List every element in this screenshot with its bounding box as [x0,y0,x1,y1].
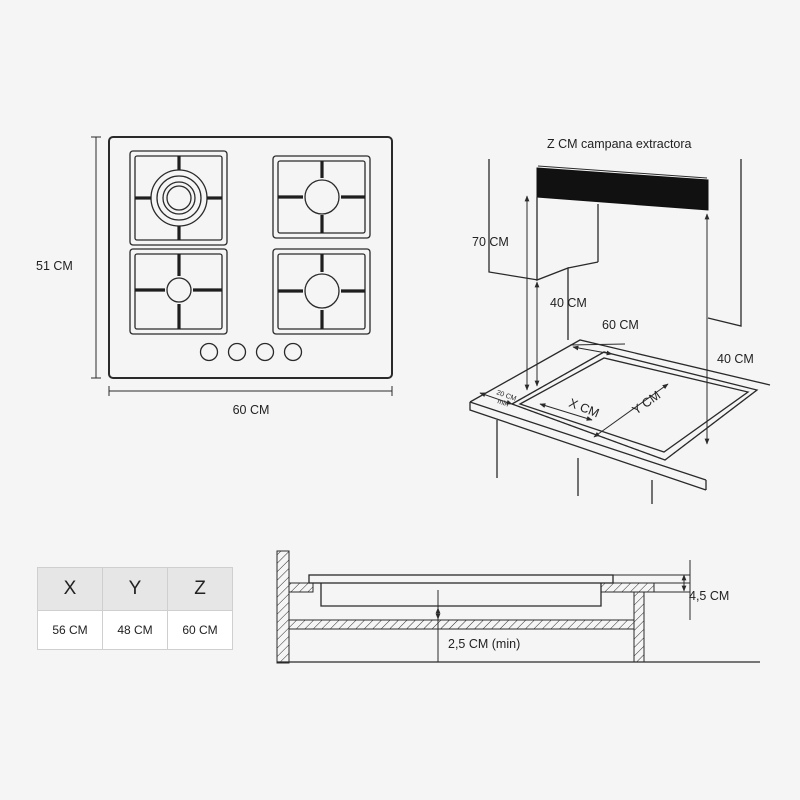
cooktop-top-view: 51 CM 60 CM [36,136,393,417]
cross-section-diagram: 4,5 CM 2,5 CM (min) [276,550,760,664]
value-x: 56 CM [37,610,103,650]
header-z: Z [167,567,233,611]
cooktop-dimension-lines [91,136,393,396]
header-y: Y [102,567,168,611]
value-z: 60 CM [167,610,233,650]
label-4-5cm: 4,5 CM [689,589,729,603]
label-40cm-left: 40 CM [550,296,587,310]
cooktop-height-label: 51 CM [36,259,73,273]
label-70cm: 70 CM [472,235,509,249]
label-y-cm: Y CM [630,388,663,417]
knob-4 [283,342,303,362]
burner-top-left [129,150,228,246]
installation-diagram: Z CM campana extractora 70 CM 40 CM 60 C… [469,137,771,504]
header-x: X [37,567,103,611]
hood-side [536,197,569,340]
dimensions-table-header-row: X Y Z [37,567,233,611]
knob-2 [227,342,247,362]
right-wall-cabinet [707,159,742,327]
label-x-cm: X CM [567,396,601,421]
countertop [469,339,771,504]
left-wall-cabinet [488,159,539,281]
hob-body [320,583,602,607]
burner-bottom-right [272,248,371,335]
hob-cutout [510,351,759,461]
dimensions-table-value-row: 56 CM 48 CM 60 CM [37,610,233,650]
label-20cm-line2: min [496,398,509,408]
knob-1 [199,342,219,362]
extractor-hood [536,167,709,211]
cooktop-outline [108,136,393,379]
label-40cm-right: 40 CM [717,352,754,366]
hob-plate [308,574,614,584]
value-y: 48 CM [102,610,168,650]
label-60cm: 60 CM [602,318,639,332]
label-2-5cm-min: 2,5 CM (min) [448,637,520,651]
hood-label: Z CM campana extractora [547,137,692,151]
burner-bottom-left [129,248,228,335]
label-20cm: 20 CM min [493,389,519,411]
burner-top-right [272,155,371,239]
control-knobs [199,342,303,362]
cooktop-width-label: 60 CM [233,403,270,417]
knob-3 [255,342,275,362]
dimensions-table: X Y Z 56 CM 48 CM 60 CM [37,567,233,650]
